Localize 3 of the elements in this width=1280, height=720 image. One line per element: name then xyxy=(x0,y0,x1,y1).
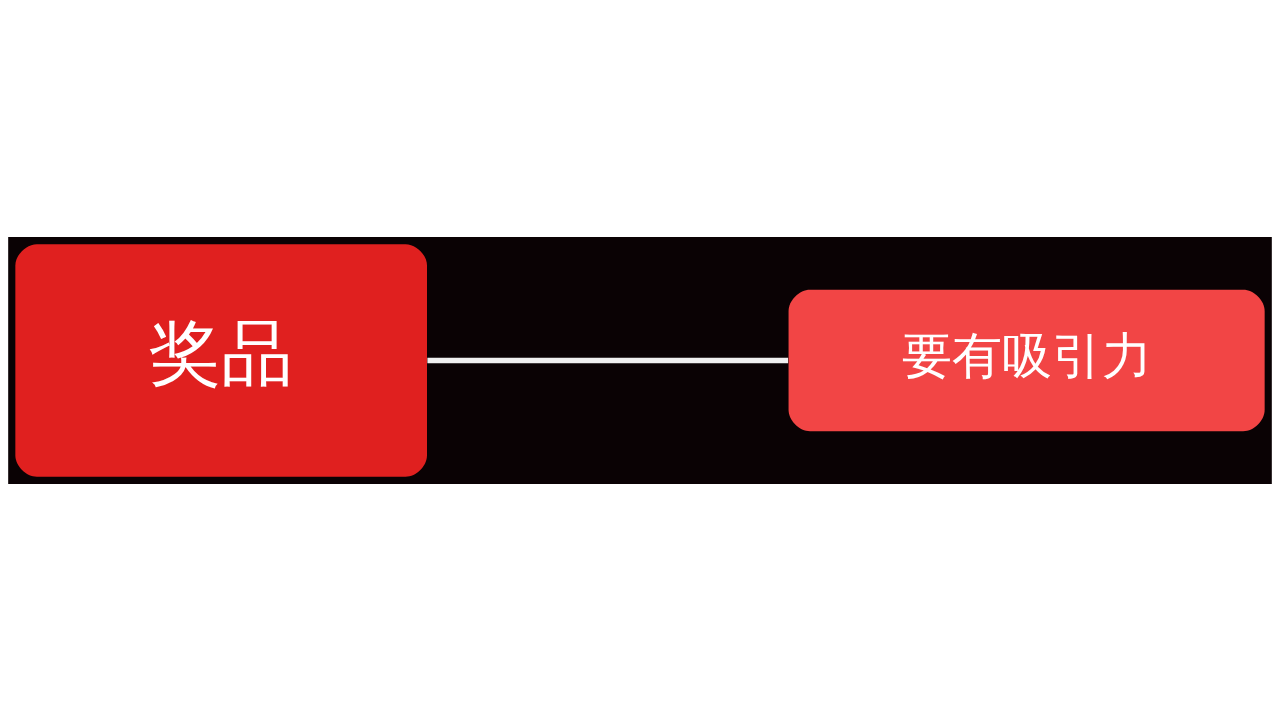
node-box: 奖品 xyxy=(15,243,427,477)
connector xyxy=(427,357,789,363)
node-box: 要有吸引力 xyxy=(788,289,1265,431)
